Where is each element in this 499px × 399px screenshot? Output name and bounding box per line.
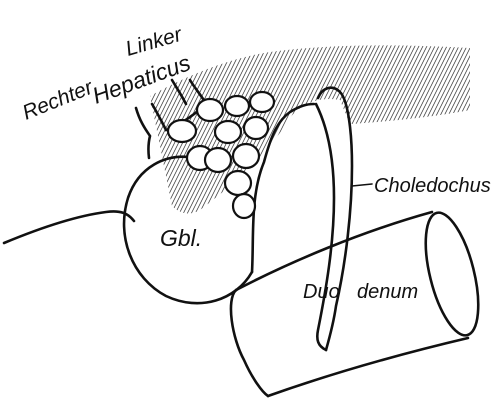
gallstone bbox=[225, 171, 251, 195]
label-denum: denum bbox=[357, 281, 418, 303]
choledochus-duct-inner bbox=[316, 104, 334, 350]
hatch-line bbox=[268, 40, 358, 220]
label-hepaticus: Hepaticus bbox=[89, 49, 194, 109]
hatch-line bbox=[292, 40, 382, 220]
gallstone bbox=[244, 117, 268, 139]
label-duo: Duo bbox=[303, 281, 340, 303]
label-gbl: Gbl. bbox=[160, 225, 202, 251]
gallstone bbox=[205, 148, 231, 172]
gallstone bbox=[233, 194, 255, 218]
gallstone bbox=[197, 99, 223, 121]
hatch-line bbox=[260, 40, 350, 220]
abdominal-outline bbox=[4, 211, 134, 243]
choledochus-duct bbox=[318, 88, 352, 350]
hatch-line bbox=[272, 40, 362, 220]
hatch-line bbox=[256, 40, 346, 220]
gallstone bbox=[225, 96, 249, 116]
hatch-line bbox=[296, 40, 386, 220]
gallstone bbox=[250, 92, 274, 112]
gallstone bbox=[233, 144, 259, 168]
duodenum-right-opening bbox=[415, 208, 488, 341]
right-hepatic-duct bbox=[136, 108, 150, 158]
label-rechter: Rechter bbox=[19, 75, 97, 124]
gallstone bbox=[168, 120, 196, 142]
gallstones bbox=[168, 92, 274, 218]
hatch-line bbox=[264, 40, 354, 220]
gallstone bbox=[215, 121, 241, 143]
hatch-line bbox=[284, 40, 374, 220]
label-choledochus: Choledochus bbox=[374, 175, 491, 197]
choledochus-leader bbox=[352, 184, 372, 186]
duodenum-left-end bbox=[231, 290, 268, 396]
duodenum-body bbox=[236, 212, 468, 396]
